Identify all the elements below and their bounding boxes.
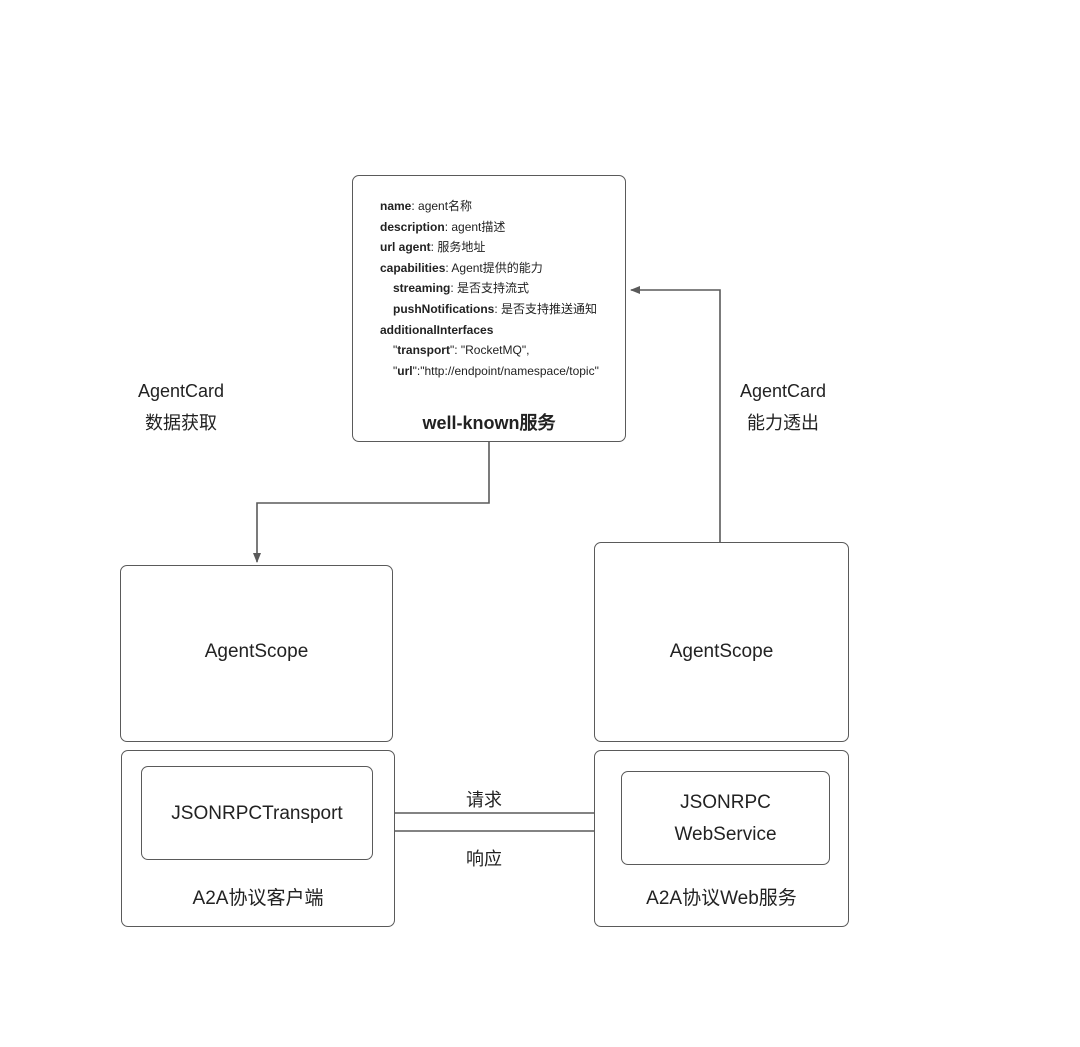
agent-card-field-key: streaming <box>393 281 451 296</box>
response-label: 响应 <box>466 849 502 869</box>
agent-card-field: streaming: 是否支持流式 <box>380 278 599 299</box>
jsonrpc-transport-box: JSONRPCTransport <box>141 766 373 860</box>
agent-card-field-separator: ": <box>412 363 421 378</box>
agentcard-expose-arrow <box>630 286 721 542</box>
agent-card-field: description: agent描述 <box>380 217 599 238</box>
right-annotation-line1: AgentCard <box>739 381 827 401</box>
client-container-label: A2A协议客户端 <box>192 888 324 909</box>
agent-card-field-key: transport <box>397 343 450 358</box>
agent-card-field-key: name <box>380 199 412 213</box>
agent-card-field-value: "RocketMQ", <box>460 343 530 358</box>
server-agentscope-box: AgentScope <box>594 542 849 742</box>
agent-card-field-key: url <box>397 363 413 378</box>
agent-card-field-prefix: " <box>393 363 398 378</box>
agent-card-field-key: url agent <box>380 240 431 255</box>
agent-card-field-value: "http://endpoint/namespace/topic" <box>420 363 599 378</box>
agentcard-fetch-arrow <box>253 442 490 563</box>
agent-card-field: url agent: 服务地址 <box>380 237 599 258</box>
agent-card-field-separator: : <box>411 199 419 213</box>
agent-card-field: name: agent名称 <box>380 196 599 217</box>
agent-card-field-key: description <box>380 219 445 234</box>
agent-card-field: capabilities: Agent提供的能力 <box>380 258 599 279</box>
agent-card-field-separator: : <box>450 281 458 296</box>
right-annotation-line2: 能力透出 <box>747 413 819 433</box>
client-agentscope-label: AgentScope <box>204 641 309 662</box>
agent-card-field-key: additionalInterfaces <box>380 322 494 337</box>
agent-card-field-key: pushNotifications <box>393 301 495 316</box>
jsonrpc-webservice-box: JSONRPC WebService <box>621 771 830 865</box>
well-known-service-title: well-known服务 <box>422 413 556 433</box>
agent-card-field: pushNotifications: 是否支持推送通知 <box>380 299 599 320</box>
agent-card-field: "url":"http://endpoint/namespace/topic" <box>380 361 599 382</box>
jsonrpc-webservice-line1: JSONRPC <box>680 792 771 813</box>
server-container-label: A2A协议Web服务 <box>646 888 797 909</box>
agent-card-field: "transport": "RocketMQ", <box>380 340 599 361</box>
agent-card-field-value: 是否支持流式 <box>457 281 530 296</box>
agent-card-field-key: capabilities <box>380 260 446 275</box>
left-annotation: AgentCard 数据获取 <box>128 375 234 439</box>
agent-card-field-separator: ": <box>449 343 461 358</box>
agent-card-field-value: agent名称 <box>418 199 473 213</box>
agent-card-field-separator: : <box>444 219 452 234</box>
left-annotation-line2: 数据获取 <box>145 413 217 433</box>
agent-card-field-separator: : <box>445 260 452 275</box>
agent-card-field-separator: : <box>430 240 438 255</box>
left-annotation-line1: AgentCard <box>137 381 225 401</box>
agent-card-field: additionalInterfaces <box>380 320 599 341</box>
server-agentscope-label: AgentScope <box>669 641 774 662</box>
agent-card-field-value: 服务地址 <box>437 240 486 255</box>
right-annotation: AgentCard 能力透出 <box>730 375 836 439</box>
jsonrpc-transport-label: JSONRPCTransport <box>171 803 343 824</box>
agent-card-field-separator: : <box>494 301 502 316</box>
agent-card-field-value: 是否支持推送通知 <box>501 301 598 316</box>
jsonrpc-webservice-line2: WebService <box>674 824 777 845</box>
request-label: 请求 <box>466 790 502 810</box>
agent-card-field-value: Agent提供的能力 <box>451 260 543 275</box>
agent-card-field-value: agent描述 <box>451 219 506 234</box>
agent-card-field-prefix: " <box>393 343 398 358</box>
client-agentscope-box: AgentScope <box>120 565 393 742</box>
